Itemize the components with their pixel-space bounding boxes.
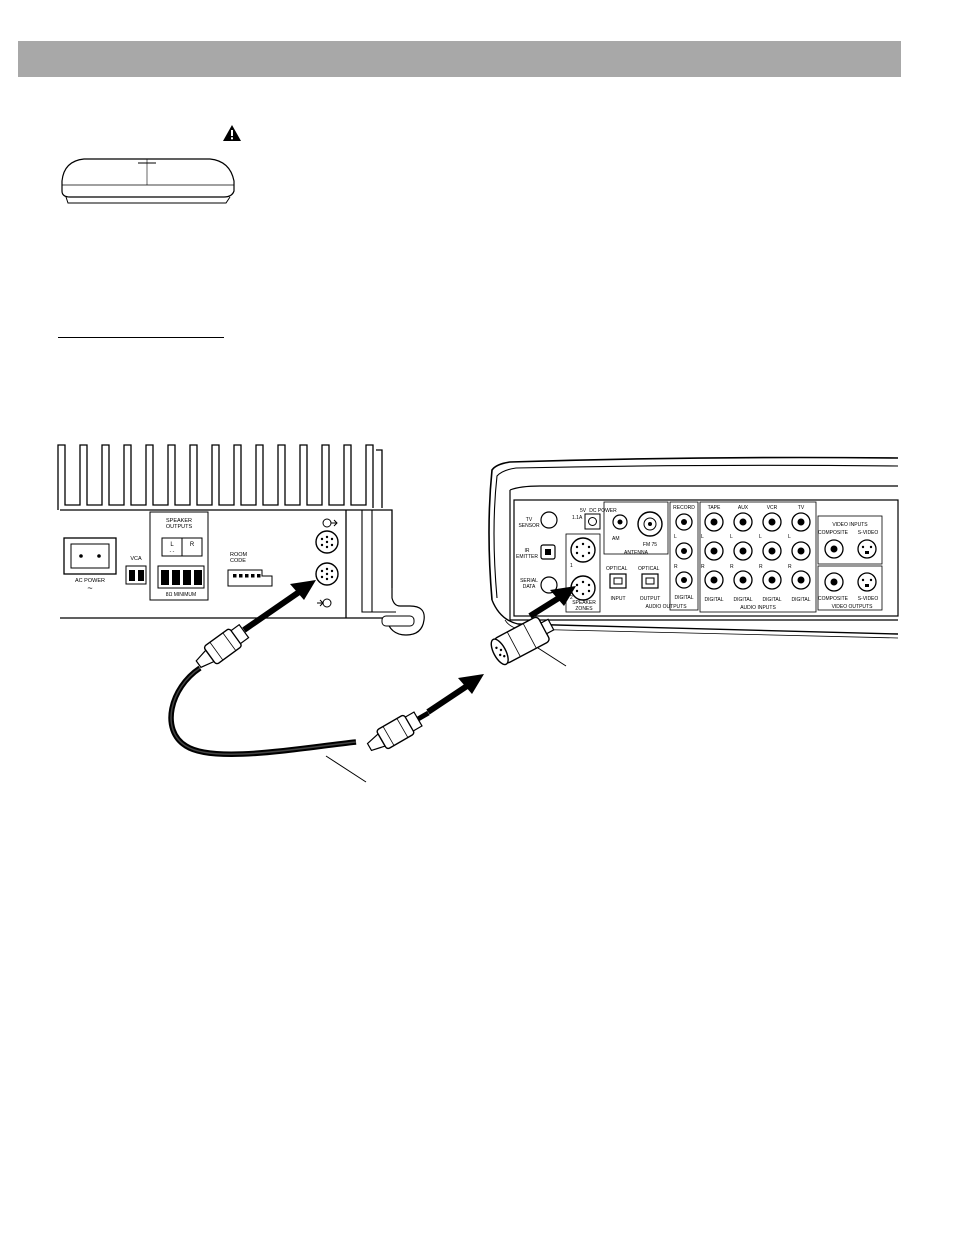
dc-current-label: 1.1A [572, 515, 583, 521]
adapter-plug [490, 616, 555, 666]
optical-output-label: OPTICAL [638, 566, 660, 572]
output-label: OUTPUT [640, 596, 661, 602]
section-header-bar [18, 41, 901, 77]
audio-input-jack-center [797, 576, 805, 584]
speaker-minus-label: - - [170, 549, 175, 555]
cable-connector-amp-end [195, 623, 250, 669]
audio-input-column-label: TV [798, 505, 805, 511]
audio-input-column-label: AUX [738, 505, 749, 511]
vca-terminal: VCA [125, 556, 147, 585]
audio-input-r-label: R [759, 564, 763, 570]
antenna-label: ANTENNA [624, 550, 649, 556]
audio-outputs-label: AUDIO OUTPUTS [645, 604, 687, 610]
audio-input-l-label: L [759, 534, 762, 540]
ac-power-inlet: AC POWER ~ [63, 537, 117, 593]
audio-input-column-label: VCR [767, 505, 778, 511]
amp-din-input-jack [315, 518, 339, 608]
record-digital-label: DIGITAL [674, 595, 693, 601]
record-label: RECORD [673, 505, 695, 511]
zone-one-label: 1 [570, 563, 573, 569]
speaker-right-label: R [190, 542, 195, 548]
audio-input-jack-center [768, 547, 776, 555]
record-r-label: R [674, 564, 678, 570]
audio-input-jack-center [797, 518, 805, 526]
audio-input-jack-center [710, 576, 718, 584]
input-label: INPUT [611, 596, 626, 602]
audio-inputs-label: AUDIO INPUTS [740, 605, 776, 611]
fm-label: FM 75 [643, 542, 657, 548]
ohm-minimum-label: 8Ω MINIMUM [166, 592, 196, 598]
audio-input-l-label: L [788, 534, 791, 540]
dc-power-label: DC POWER [589, 508, 617, 514]
audio-input-jack-center [768, 518, 776, 526]
audio-input-r-label: R [788, 564, 792, 570]
audio-input-digital-label: DIGITAL [704, 597, 723, 603]
heatsink-fins [57, 444, 383, 510]
audio-input-jack-center [797, 547, 805, 555]
zone-two-label: 2 [570, 595, 573, 601]
audio-input-jack-center [739, 576, 747, 584]
audio-input-digital-label: DIGITAL [733, 597, 752, 603]
composite-output-label: COMPOSITE [818, 596, 849, 602]
am-label: AM [612, 536, 620, 542]
warning-icon [223, 125, 241, 141]
media-center-console-icon [61, 158, 235, 204]
audio-input-l-label: L [730, 534, 733, 540]
ac-power-label: AC POWER [75, 578, 105, 584]
section-divider [58, 337, 224, 338]
dc-voltage-label: 5V [580, 508, 587, 514]
video-inputs-label: VIDEO INPUTS [832, 522, 868, 528]
audio-input-r-label: R [701, 564, 705, 570]
ac-symbol: ~ [87, 583, 92, 593]
speaker-cable [168, 623, 430, 758]
vca-label: VCA [130, 556, 142, 562]
audio-input-jack-center [739, 518, 747, 526]
audio-input-column-label: TAPE [708, 505, 721, 511]
audio-input-jack-center [710, 518, 718, 526]
optical-input-label: OPTICAL [606, 566, 628, 572]
cable-connector-center-end [366, 710, 430, 752]
audio-input-r-label: R [730, 564, 734, 570]
svideo-output-label: S-VIDEO [858, 596, 879, 602]
audio-input-jack-center [739, 547, 747, 555]
audio-input-jack-center [710, 547, 718, 555]
audio-input-grid: TAPE L R DIGITAL AUX L R DIGITAL VCR L R DIGITAL TV L… [701, 505, 811, 603]
audio-input-jack-center [768, 576, 776, 584]
composite-input-label: COMPOSITE [818, 530, 849, 536]
svideo-input-label: S-VIDEO [858, 530, 879, 536]
audio-input-digital-label: DIGITAL [791, 597, 810, 603]
audio-input-l-label: L [701, 534, 704, 540]
speaker-left-label: L [170, 542, 174, 548]
audio-input-digital-label: DIGITAL [762, 597, 781, 603]
callout-lines [325, 647, 567, 783]
record-l-label: L [674, 534, 677, 540]
connection-arrows [242, 580, 576, 715]
video-outputs-label: VIDEO OUTPUTS [832, 604, 874, 610]
